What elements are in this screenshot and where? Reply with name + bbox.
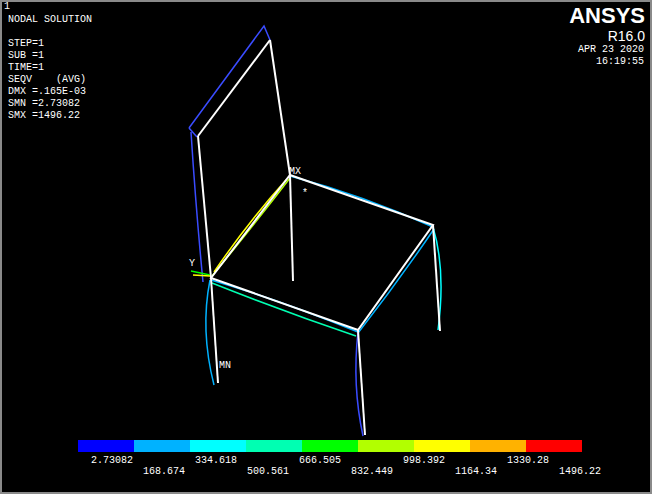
plot-type: NODAL SOLUTION (8, 14, 92, 25)
axis-triad (191, 271, 210, 276)
scale-value: 334.618 (195, 455, 237, 466)
axis-label: Y (189, 258, 195, 269)
chair-frame (198, 40, 440, 435)
scale-value: 998.392 (403, 455, 445, 466)
version: R16.0 (608, 29, 645, 44)
deformed-shape (189, 26, 441, 436)
date: APR 23 2020 (578, 44, 644, 55)
marker: * (302, 188, 308, 199)
info-line: DMX =.165E-03 (8, 86, 86, 97)
scale-value: 1496.22 (559, 466, 601, 477)
scale-value: 1330.28 (507, 455, 549, 466)
info-line: SUB =1 (8, 50, 44, 61)
color-bar (78, 440, 582, 452)
scale-value: 168.674 (143, 466, 185, 477)
scale-value: 1164.34 (455, 466, 497, 477)
scale-value: 666.505 (299, 455, 341, 466)
info-line: STEP=1 (8, 38, 44, 49)
info-line: SEQV (AVG) (8, 74, 86, 85)
info-line: TIME=1 (8, 62, 44, 73)
brand-name: ANSYS (569, 4, 645, 28)
scale-value: 500.561 (247, 466, 289, 477)
scale-value: 832.449 (351, 466, 393, 477)
info-line: SMX =1496.22 (8, 110, 80, 121)
scale-value: 2.73082 (91, 455, 133, 466)
view-number: 1 (4, 1, 10, 12)
info-line: SMN =2.73082 (8, 98, 80, 109)
min-marker: MN (219, 360, 231, 371)
time: 16:19:55 (596, 56, 644, 67)
max-marker: MX (289, 166, 301, 177)
